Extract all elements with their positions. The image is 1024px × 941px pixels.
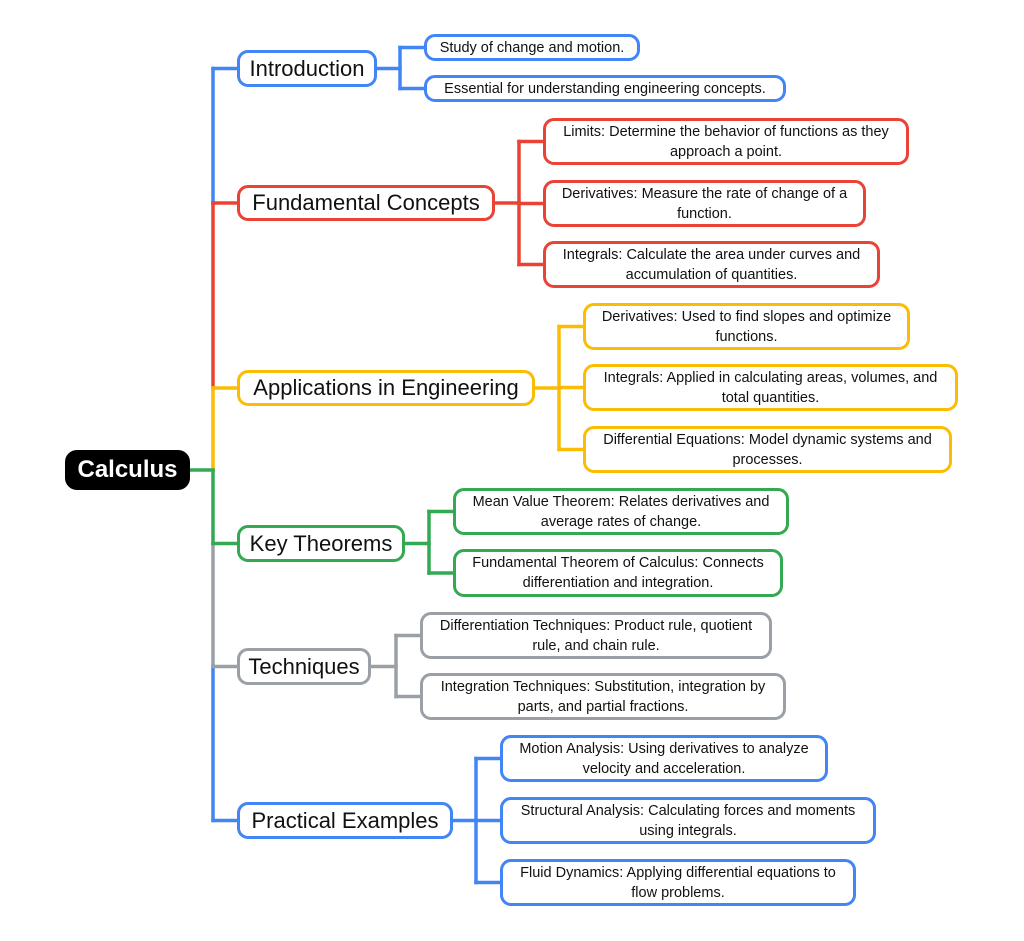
- leaf-node[interactable]: Integrals: Calculate the area under curv…: [543, 241, 880, 288]
- branch-node[interactable]: Applications in Engineering: [237, 370, 535, 406]
- leaf-node[interactable]: Structural Analysis: Calculating forces …: [500, 797, 876, 844]
- leaf-node[interactable]: Integration Techniques: Substitution, in…: [420, 673, 786, 720]
- leaf-node[interactable]: Integrals: Applied in calculating areas,…: [583, 364, 958, 411]
- leaf-node[interactable]: Differentiation Techniques: Product rule…: [420, 612, 772, 659]
- leaf-node[interactable]: Derivatives: Measure the rate of change …: [543, 180, 866, 227]
- leaf-node[interactable]: Derivatives: Used to find slopes and opt…: [583, 303, 910, 350]
- leaf-node[interactable]: Limits: Determine the behavior of functi…: [543, 118, 909, 165]
- leaf-node[interactable]: Fluid Dynamics: Applying differential eq…: [500, 859, 856, 906]
- branch-node[interactable]: Practical Examples: [237, 802, 453, 839]
- leaf-node[interactable]: Fundamental Theorem of Calculus: Connect…: [453, 549, 783, 597]
- branch-node[interactable]: Techniques: [237, 648, 371, 685]
- leaf-node[interactable]: Mean Value Theorem: Relates derivatives …: [453, 488, 789, 535]
- leaf-node[interactable]: Essential for understanding engineering …: [424, 75, 786, 102]
- branch-node[interactable]: Fundamental Concepts: [237, 185, 495, 221]
- branch-node[interactable]: Introduction: [237, 50, 377, 87]
- root-node[interactable]: Calculus: [65, 450, 190, 490]
- branch-node[interactable]: Key Theorems: [237, 525, 405, 562]
- leaf-node[interactable]: Study of change and motion.: [424, 34, 640, 61]
- leaf-node[interactable]: Differential Equations: Model dynamic sy…: [583, 426, 952, 473]
- leaf-node[interactable]: Motion Analysis: Using derivatives to an…: [500, 735, 828, 782]
